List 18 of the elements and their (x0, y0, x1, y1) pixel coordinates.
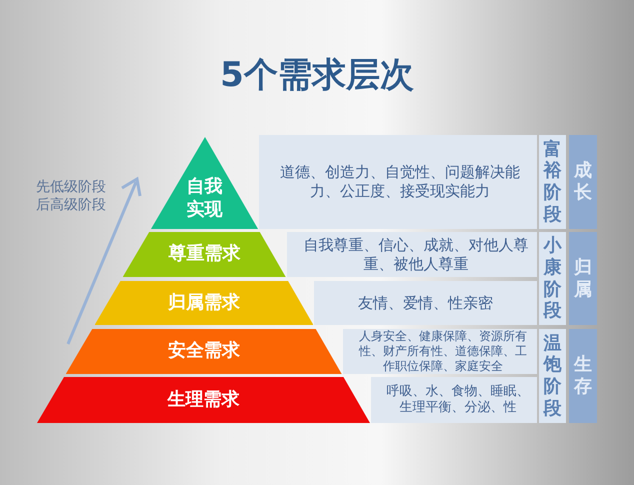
category-band: 生存 (569, 329, 597, 423)
pyramid-tier: 自我实现 (150, 137, 258, 229)
description-band: 友情、爱情、性亲密 (314, 281, 537, 325)
description-band: 自我尊重、信心、成就、对他人尊重、被他人尊重 (286, 232, 537, 277)
pyramid-tier: 尊重需求 (122, 232, 286, 277)
description-band: 道德、创造力、自觉性、问题解决能力、公正度、接受现实能力 (259, 135, 537, 229)
annotation-text: 先低级阶段后高级阶段 (36, 178, 107, 214)
category-band: 成长 (569, 135, 597, 229)
title: 5个需求层次 (219, 54, 415, 97)
category-band: 归属 (569, 232, 597, 325)
description-band: 呼吸、水、食物、睡眠、生理平衡、分泌、性 (371, 377, 537, 423)
pyramid-tier: 生理需求 (37, 377, 370, 423)
description-band: 人身安全、健康保障、资源所有性、财产所有性、道德保障、工作职位保障、家庭安全 (342, 329, 537, 374)
stage-band: 小康阶段 (539, 232, 566, 325)
stage-band: 温饱阶段 (539, 329, 566, 423)
pyramid-tier: 安全需求 (66, 329, 342, 374)
pyramid-tier: 归属需求 (94, 281, 314, 325)
stage-band: 富裕阶段 (539, 135, 566, 229)
